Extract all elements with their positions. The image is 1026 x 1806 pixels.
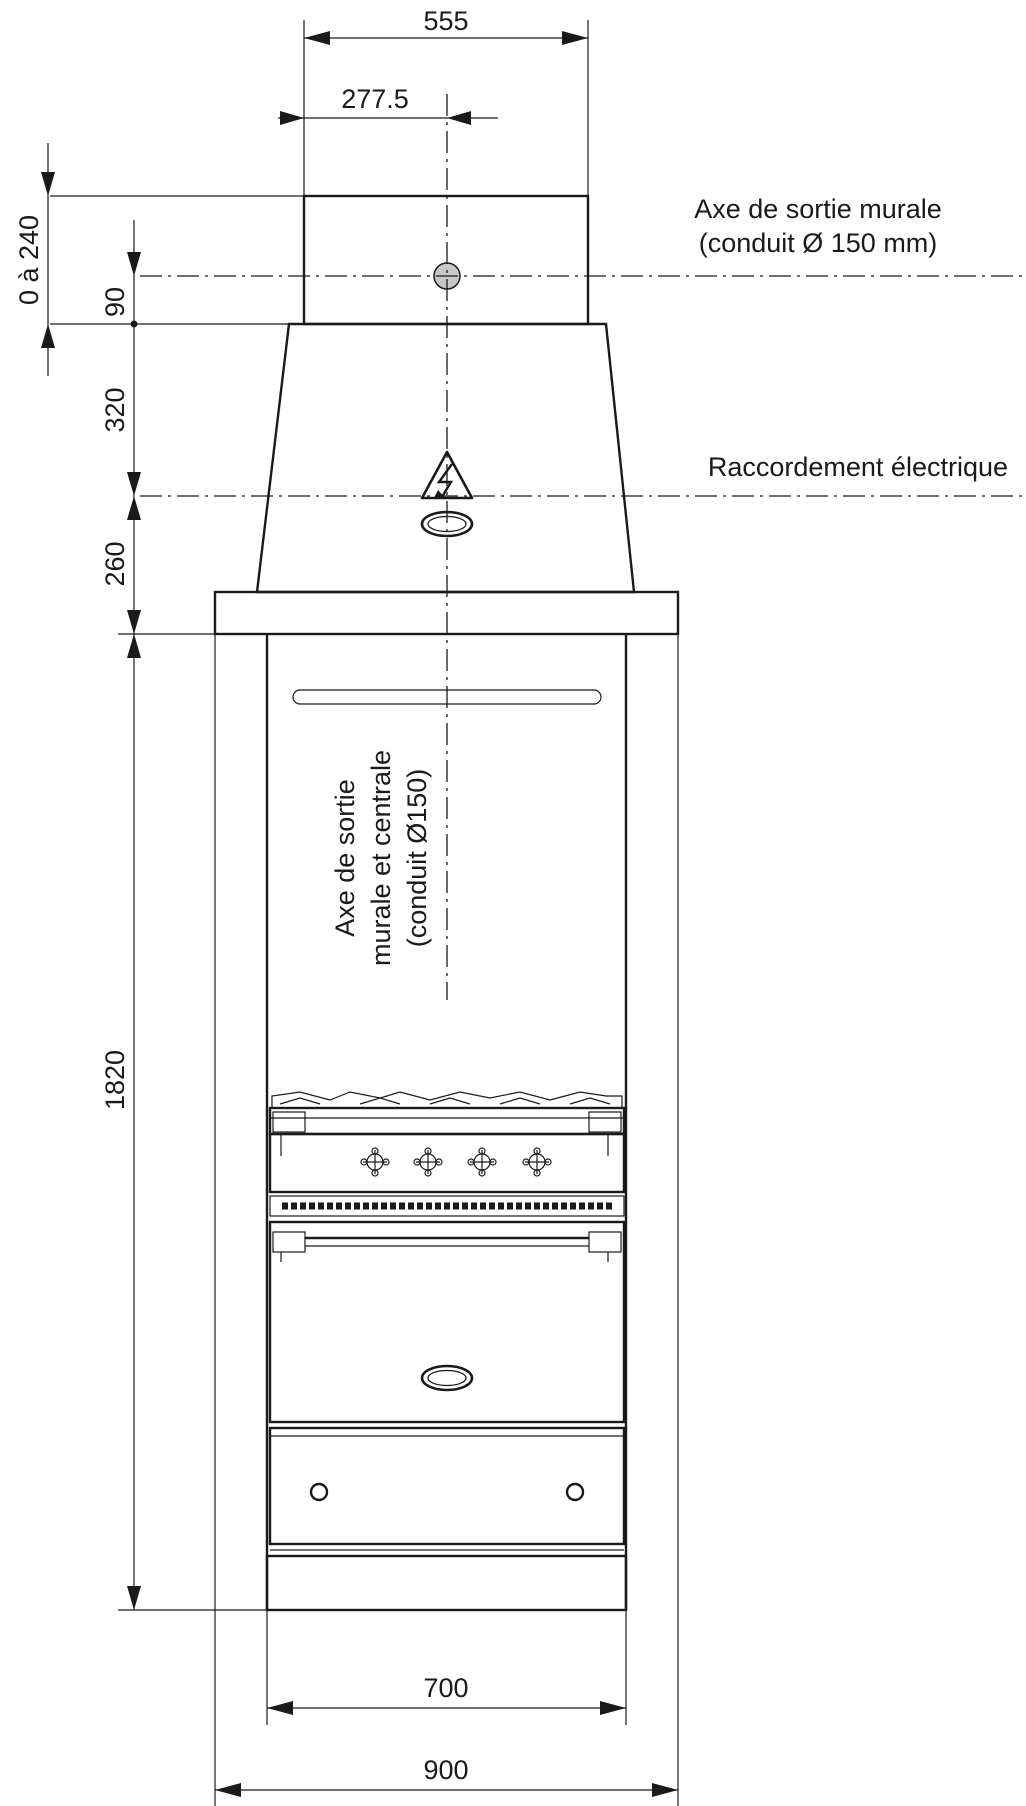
dim-555-label: 555 bbox=[423, 6, 468, 36]
dim-260-label: 260 bbox=[100, 541, 130, 586]
dimension-277-5: 277.5 bbox=[278, 84, 498, 125]
dimension-555: 555 bbox=[303, 6, 589, 196]
wall-exit-label-line2: (conduit Ø 150 mm) bbox=[699, 228, 938, 258]
oven-badge-icon bbox=[420, 1364, 474, 1392]
dimension-900: 900 bbox=[214, 634, 679, 1806]
dim-277-5-label: 277.5 bbox=[341, 84, 409, 114]
range-cooker bbox=[265, 1091, 628, 1612]
dim-90-label: 90 bbox=[100, 287, 130, 317]
dim-1820-label: 1820 bbox=[100, 1050, 130, 1110]
hood-chimney bbox=[302, 194, 590, 326]
central-label-line2: murale et centrale bbox=[366, 750, 396, 966]
control-knob bbox=[467, 1147, 497, 1177]
central-axis-label: Axe de sortie murale et centrale (condui… bbox=[330, 750, 432, 966]
central-label-line1: Axe de sortie bbox=[330, 779, 360, 937]
dimension-chain-vertical: 90 320 260 1820 bbox=[100, 220, 267, 1611]
dimension-0-240: 0 à 240 bbox=[14, 143, 304, 376]
wall-exit-label-line1: Axe de sortie murale bbox=[694, 194, 942, 224]
dim-0-240-label: 0 à 240 bbox=[14, 215, 44, 305]
dimension-700: 700 bbox=[266, 1610, 627, 1725]
dim-700-label: 700 bbox=[423, 1673, 468, 1703]
dim-900-label: 900 bbox=[423, 1755, 468, 1785]
dim-320-label: 320 bbox=[100, 387, 130, 432]
central-label-line3: (conduit Ø150) bbox=[402, 769, 432, 948]
control-knob bbox=[413, 1147, 443, 1177]
control-knob bbox=[522, 1147, 552, 1177]
control-knob bbox=[360, 1147, 390, 1177]
electrical-label: Raccordement électrique bbox=[708, 452, 1008, 482]
